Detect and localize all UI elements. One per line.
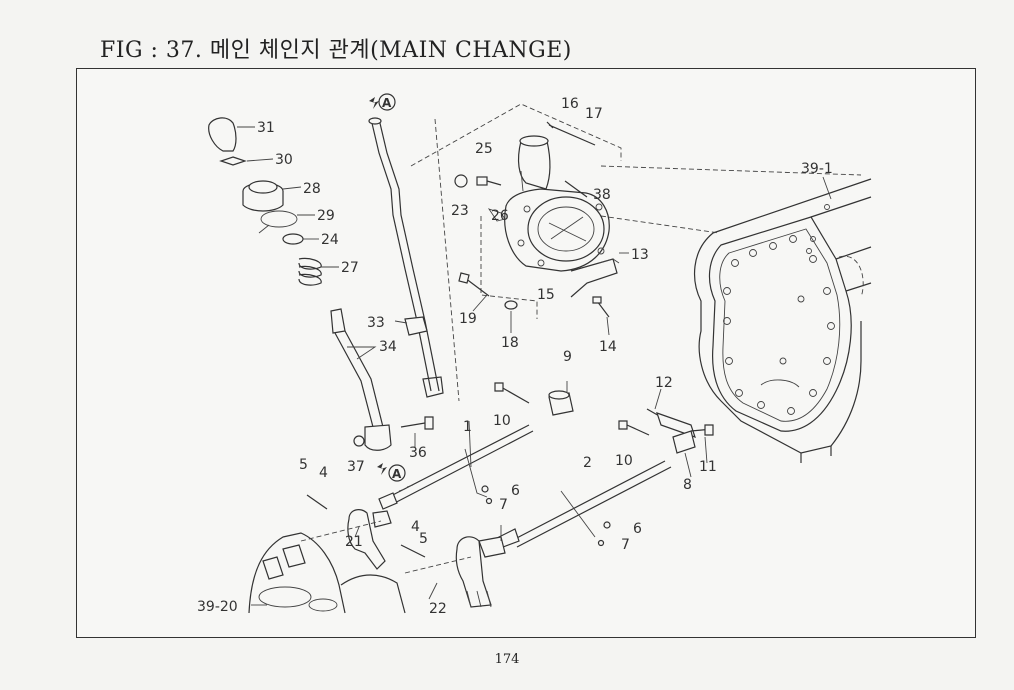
label-31: 31 (257, 120, 275, 136)
label-16: 16 (561, 96, 579, 112)
gear-case (248, 520, 472, 614)
label-23: 23 (451, 203, 469, 219)
label-8: 8 (683, 477, 692, 493)
label-2: 2 (583, 455, 592, 471)
figure-title: FIG : 37. 메인 체인지 관계(MAIN CHANGE) (100, 38, 572, 63)
label-4a: 4 (319, 465, 328, 481)
label-26: 26 (491, 208, 509, 224)
ref-mark-a-bottom: A (392, 467, 402, 481)
label-7b: 7 (621, 537, 630, 553)
label-12: 12 (655, 375, 673, 391)
shift-rods-forks (306, 382, 714, 608)
leader-lines (237, 126, 832, 606)
label-21: 21 (345, 534, 363, 550)
label-36: 36 (409, 445, 427, 461)
transmission-case (694, 178, 872, 463)
label-6b: 6 (633, 521, 642, 537)
label-10a: 10 (493, 413, 511, 429)
label-27: 27 (341, 260, 359, 276)
label-33: 33 (367, 315, 385, 331)
label-10b: 10 (615, 453, 633, 469)
label-1: 1 (463, 419, 472, 435)
label-6a: 6 (511, 483, 520, 499)
label-38: 38 (593, 187, 611, 203)
label-24: 24 (321, 232, 339, 248)
shift-lever-assembly (208, 93, 460, 482)
label-28: 28 (303, 181, 321, 197)
label-15: 15 (537, 287, 555, 303)
label-14: 14 (599, 339, 617, 355)
label-5b: 5 (419, 531, 428, 547)
label-19: 19 (459, 311, 477, 327)
label-18: 18 (501, 335, 519, 351)
label-4b: 4 (411, 519, 420, 535)
label-29: 29 (317, 208, 335, 224)
label-13: 13 (631, 247, 649, 263)
label-37: 37 (347, 459, 365, 475)
diagram-frame: 31 30 28 29 24 27 33 34 36 37 5 4 1 10 9… (76, 68, 976, 638)
label-11: 11 (699, 459, 717, 475)
label-39-20: 39-20 (197, 599, 238, 615)
label-5a: 5 (299, 457, 308, 473)
label-39-1: 39-1 (801, 161, 833, 177)
label-7a: 7 (499, 497, 508, 513)
shift-housing (410, 103, 862, 319)
parts-diagram: 31 30 28 29 24 27 33 34 36 37 5 4 1 10 9… (197, 93, 872, 617)
page-number: 174 (494, 652, 520, 667)
label-30: 30 (275, 152, 293, 168)
label-9: 9 (563, 349, 572, 365)
part-labels: 31 30 28 29 24 27 33 34 36 37 5 4 1 10 9… (197, 96, 833, 617)
label-17: 17 (585, 106, 603, 122)
label-22: 22 (429, 601, 447, 617)
ref-mark-a-top: A (382, 96, 392, 110)
label-25: 25 (475, 141, 493, 157)
label-34: 34 (379, 339, 397, 355)
